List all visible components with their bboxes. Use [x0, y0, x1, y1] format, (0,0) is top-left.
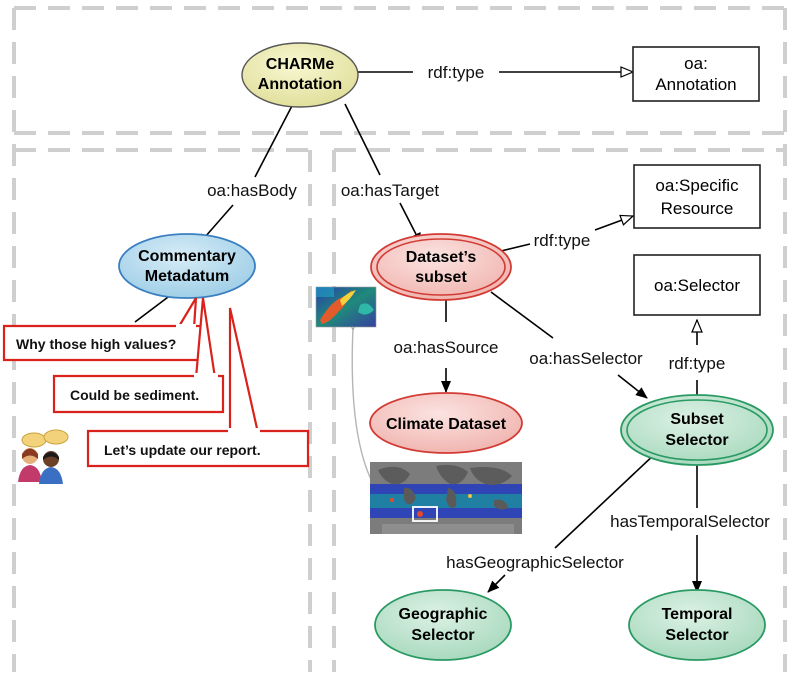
geographic-selector-line1: Geographic — [399, 606, 488, 623]
world-map-image — [370, 462, 522, 534]
edge-label-selector-type: rdf:type — [669, 354, 726, 373]
comment-3: Let’s update our report. — [104, 442, 261, 458]
callout-2-box — [52, 374, 225, 414]
comment-2: Could be sediment. — [70, 387, 199, 403]
edge-label-subset-type: rdf:type — [534, 231, 591, 250]
edge-has-target-1 — [344, 103, 381, 176]
edge-label-has-body: oa:hasBody — [207, 181, 297, 200]
dataset-subset-node: Dataset’s subset — [370, 233, 512, 301]
edge-subset-type-2 — [594, 216, 633, 231]
edge-label-has-temporal: hasTemporalSelector — [610, 512, 770, 531]
comment-callouts: Why those high values? Could be sediment… — [2, 297, 310, 468]
users-chatting-icon — [18, 429, 69, 484]
charme-annotation-node: CHARMe Annotation — [241, 42, 359, 108]
temporal-selector-line1: Temporal — [662, 606, 733, 623]
subset-thumbnail-image — [315, 286, 377, 328]
dataset-subset-line1: Dataset’s — [406, 249, 477, 266]
subset-selector-line1: Subset — [670, 411, 724, 428]
oa-annotation-line1: oa: — [684, 54, 708, 73]
commentary-line2: Metadatum — [145, 268, 229, 285]
comment-1: Why those high values? — [16, 336, 176, 352]
selector-line1: oa:Selector — [654, 276, 740, 295]
charme-line2: Annotation — [258, 76, 342, 93]
edge-has-geographic-1 — [554, 451, 658, 549]
specific-resource-line2: Resource — [661, 199, 734, 218]
edge-has-geographic-2 — [487, 574, 506, 593]
oa-annotation-line2: Annotation — [655, 75, 736, 94]
dataset-subset-line2: subset — [415, 269, 467, 286]
edge-label-has-source: oa:hasSource — [394, 338, 499, 357]
subset-selector-line2: Selector — [665, 432, 728, 449]
charme-line1: CHARMe — [266, 56, 335, 73]
commentary-line1: Commentary — [138, 248, 236, 265]
specific-resource-line1: oa:Specific — [655, 176, 739, 195]
temporal-selector-line2: Selector — [665, 627, 728, 644]
callout-3-pointer — [228, 307, 260, 434]
edge-has-body-1 — [254, 101, 295, 178]
climate-dataset-label: Climate Dataset — [386, 416, 507, 433]
subset-selector-node: Subset Selector — [620, 394, 774, 466]
edge-has-selector-2 — [617, 374, 648, 399]
region-borders — [12, 6, 787, 672]
selector-box: oa:Selector — [633, 254, 761, 316]
climate-dataset-node: Climate Dataset — [369, 392, 523, 454]
oa-annotation-box: oa: Annotation — [632, 46, 760, 102]
edge-label-has-target: oa:hasTarget — [341, 181, 440, 200]
callout-2-pointer — [194, 297, 217, 379]
commentary-metadatum-node: Commentary Metadatum — [118, 233, 256, 299]
edge-label-charme-type: rdf:type — [428, 63, 485, 82]
geographic-selector-line2: Selector — [411, 627, 474, 644]
callout-1-pointer — [177, 297, 198, 329]
edge-has-selector-1 — [490, 291, 554, 339]
geographic-selector-node: Geographic Selector — [374, 589, 512, 661]
edge-label-has-selector: oa:hasSelector — [529, 349, 643, 368]
temporal-selector-node: Temporal Selector — [628, 589, 766, 661]
specific-resource-box: oa:Specific Resource — [633, 164, 761, 229]
edge-label-has-geographic: hasGeographicSelector — [446, 553, 624, 572]
